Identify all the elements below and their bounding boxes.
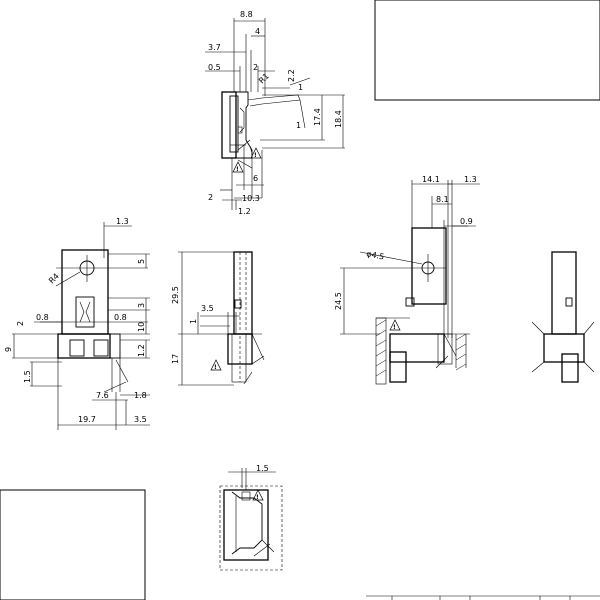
dim-label: 10.3: [242, 194, 260, 203]
warning-triangle-icon: [232, 161, 244, 173]
dim-label: R1: [257, 72, 271, 86]
warning-triangle-icon: [389, 319, 401, 331]
dim-label: 3.5: [134, 415, 147, 424]
dim-label: 1: [189, 319, 198, 324]
warning-triangle-icon: [210, 359, 222, 371]
dim-label: 1.3: [116, 217, 129, 226]
dim-label: 24.5: [334, 292, 343, 310]
dim-label: 6: [253, 174, 258, 183]
dim-label: 8.1: [436, 195, 449, 204]
dim-label: 9: [4, 347, 13, 352]
dim-label: 2: [16, 321, 25, 326]
dim-label: 0.8: [114, 313, 127, 322]
dim-label: 4: [255, 27, 260, 36]
svg-text:!: !: [214, 364, 217, 371]
dim-label: 14.1: [422, 175, 440, 184]
dim-label: 2: [208, 193, 213, 202]
right-view: ! 14.1 1.3 8.1 0.9 φ4.5 24.5: [334, 175, 480, 385]
far-right-view: [531, 251, 595, 383]
svg-text:!: !: [236, 166, 239, 173]
dim-label: 1.2: [238, 207, 251, 216]
dim-label: 17.4: [313, 108, 322, 126]
dim-label: R4: [47, 272, 61, 286]
dim-label: 1.5: [256, 464, 269, 473]
warning-triangle-icon: [252, 489, 264, 501]
dim-label: 1.5: [23, 370, 32, 383]
svg-text:!: !: [256, 494, 259, 501]
dim-label: 0.8: [36, 313, 49, 322]
dim-label: 1: [298, 83, 303, 92]
dim-label: φ4.5: [366, 249, 385, 262]
top-view: ! ! 8.8 4 3.7 0.5 2 R1 2.2 1 1 17.4 18.4…: [205, 10, 345, 216]
dim-label: 1.3: [464, 175, 477, 184]
dim-label: 18.4: [334, 110, 343, 128]
dim-label: 1: [296, 121, 301, 130]
dim-label: 2.2: [287, 69, 296, 82]
title-block-fragment: [366, 595, 600, 600]
background-panel: [374, 0, 600, 101]
front-view: 1.3 R4 5 3 2 0.8 0.8 10 9 1.2 1.5 7.6 1.…: [4, 217, 150, 430]
dim-label: 8.8: [240, 10, 253, 19]
dim-label: 3.7: [208, 43, 221, 52]
background-panel: [0, 489, 146, 600]
dim-label: 1.2: [137, 344, 146, 357]
svg-text:!: !: [254, 152, 257, 159]
dim-label: 2: [253, 63, 258, 72]
dim-label: 1.8: [134, 391, 147, 400]
side-view: ! 29.5 3.5 1 17: [171, 251, 265, 386]
dim-label: 19.7: [78, 415, 96, 424]
dim-label: 0.9: [460, 217, 473, 226]
dim-label: 17: [171, 354, 180, 364]
bottom-detail-view: ! 1.5: [219, 464, 283, 571]
dim-label: 5: [137, 259, 146, 264]
dim-label: 7.6: [96, 391, 109, 400]
dim-label: 29.5: [171, 286, 180, 304]
dim-label: 0.5: [208, 63, 221, 72]
dim-label: 10: [137, 322, 146, 332]
warning-triangle-icon: [250, 147, 262, 159]
dim-label: 3.5: [201, 304, 214, 313]
dim-label: 3: [137, 303, 146, 308]
svg-text:!: !: [393, 324, 396, 331]
